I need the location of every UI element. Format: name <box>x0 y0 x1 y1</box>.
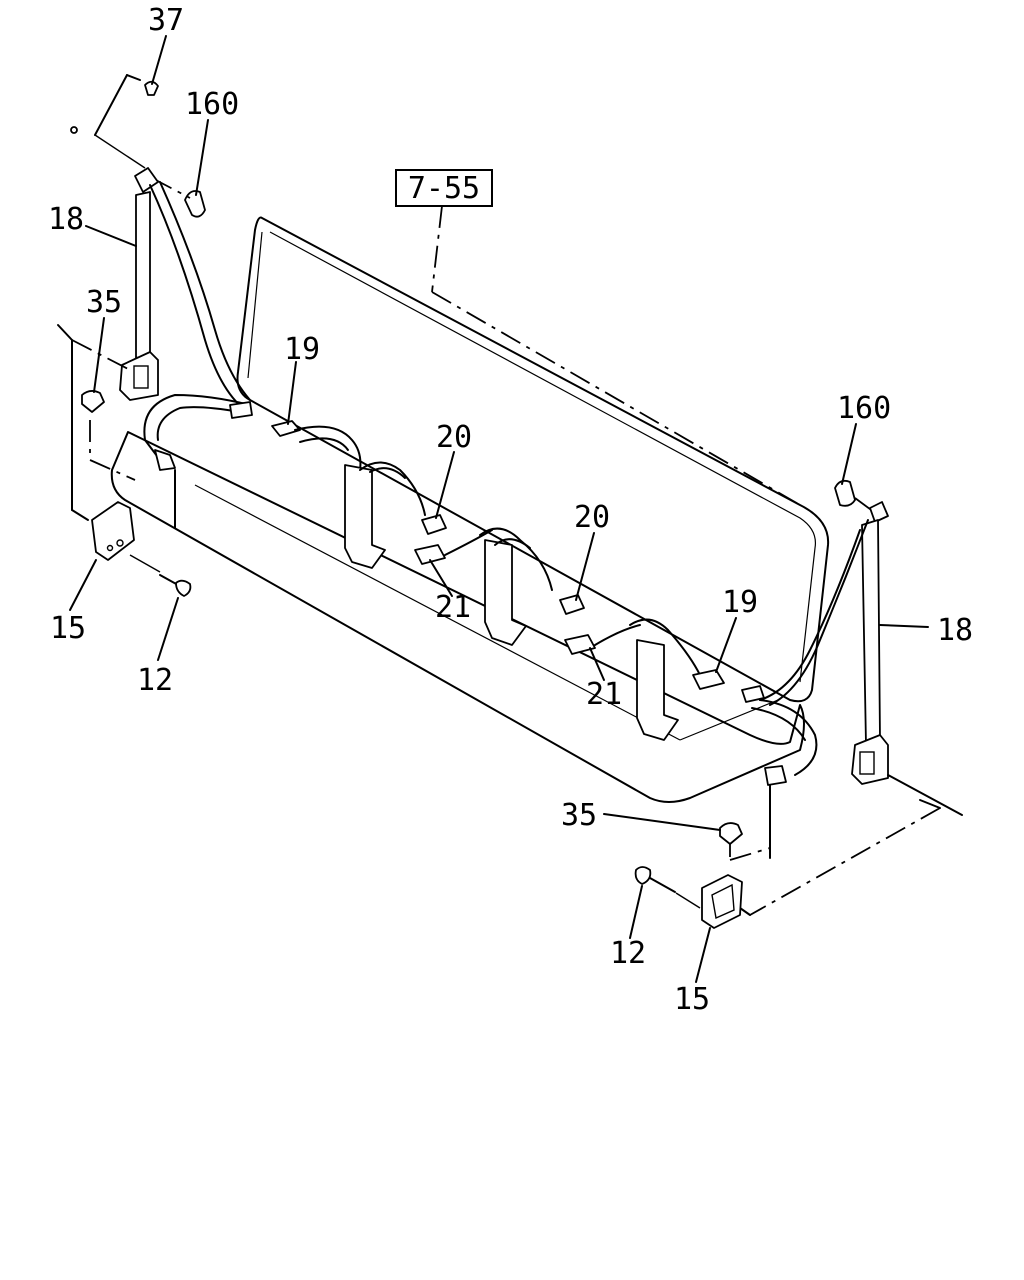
callout-12-left: 12 <box>137 663 173 698</box>
callout-21-left: 21 <box>435 590 471 625</box>
callout-19-right: 19 <box>722 585 758 620</box>
callout-35-left: 35 <box>86 285 122 320</box>
callout-20-right: 20 <box>574 500 610 535</box>
callout-18-left: 18 <box>48 202 84 237</box>
callout-35-right: 35 <box>561 798 597 833</box>
rear-bench-seat <box>110 216 830 803</box>
callout-15-left: 15 <box>50 611 86 646</box>
callout-15-right: 15 <box>674 982 710 1017</box>
left-seat-belt-assembly <box>57 74 253 597</box>
center-belt-set <box>271 420 725 741</box>
callout-19-left: 19 <box>284 332 320 367</box>
callout-160-left: 160 <box>185 87 239 122</box>
callout-160-right: 160 <box>837 391 891 426</box>
callout-20-left: 20 <box>436 420 472 455</box>
callout-labels: 37 160 18 35 15 12 19 20 21 20 21 19 160… <box>48 3 973 1017</box>
reference-box-label: 7-55 <box>408 171 480 206</box>
callout-37: 37 <box>148 3 184 38</box>
reference-box: 7-55 <box>395 169 801 506</box>
right-seat-belt-assembly <box>634 479 963 929</box>
callout-21-right: 21 <box>586 677 622 712</box>
callout-18-right: 18 <box>937 613 973 648</box>
leader-lines <box>69 35 929 983</box>
callout-12-right: 12 <box>610 936 646 971</box>
